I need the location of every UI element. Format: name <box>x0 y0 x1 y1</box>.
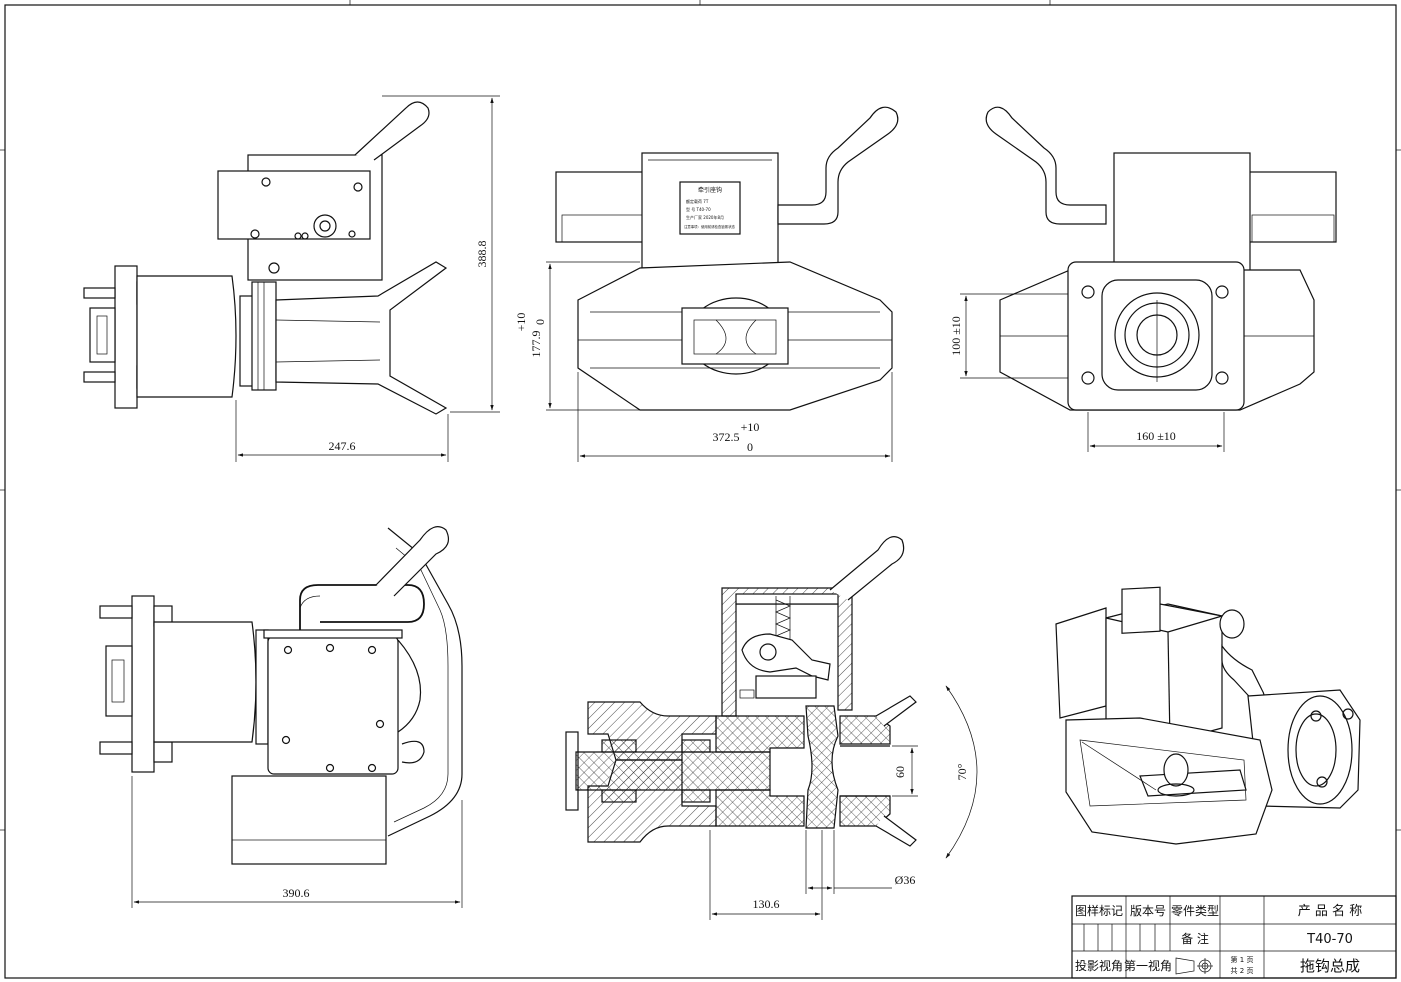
side-height-dimension: 388.8 <box>475 241 489 268</box>
title-block-remark: 备 注 <box>1181 931 1209 946</box>
rear-view-dimensions: 100 ±10 160 ±10 <box>949 293 1225 452</box>
front-width-value: 372.5 <box>713 430 740 444</box>
front-height-value: 177.9 <box>529 331 543 358</box>
side-width-dimension: 247.6 <box>329 439 356 453</box>
front-width-tol-upper: +10 <box>741 420 760 434</box>
title-block-product-name-label: 产 品 名 称 <box>1298 903 1362 919</box>
title-block-drawing-mark: 图样标记 <box>1075 903 1123 918</box>
top-view <box>99 526 463 865</box>
plate-warning: 注意事项：使用前请检查锁紧状态 <box>684 224 735 229</box>
front-height-tol-upper: +10 <box>514 313 528 332</box>
title-block-part-type: 零件类型 <box>1171 904 1219 918</box>
title-block-version-no: 版本号 <box>1130 904 1166 918</box>
first-angle-projection-icon <box>1175 957 1213 975</box>
side-view-dimensions: 247.6 388.8 <box>235 95 500 462</box>
section-length-dimension: 130.6 <box>753 897 780 911</box>
top-view-dimensions: 390.6 <box>131 776 463 908</box>
title-block-sheet-page: 第 1 页 <box>1231 955 1254 964</box>
plate-row-3: 生产厂家 2020年8月 <box>686 214 724 220</box>
front-view: 牵引座钩 额定载荷 7T 型 号 T40-70 生产厂家 2020年8月 注意事… <box>555 106 899 411</box>
title-block-product-code: T40-70 <box>1306 932 1353 947</box>
isometric-view <box>1055 586 1361 845</box>
front-view-dimensions: 177.9 +10 0 372.5 +10 0 <box>514 261 893 462</box>
front-height-tol-lower: 0 <box>533 319 547 325</box>
rear-height-dimension: 100 ±10 <box>949 316 963 356</box>
title-block-product-title: 拖钩总成 <box>1300 957 1360 975</box>
title-block-projection: 投影视角 <box>1075 958 1123 973</box>
section-bore-dimension: 60 <box>893 766 907 778</box>
title-block: 图样标记 版本号 零件类型 产 品 名 称 备 注 T40-70 投影视角 第一… <box>1071 895 1397 979</box>
section-pin-diameter: Ø36 <box>895 873 916 887</box>
title-block-first-angle: 第一视角 <box>1124 958 1172 973</box>
front-width-tol-lower: 0 <box>747 440 753 454</box>
plate-row-2: 型 号 T40-70 <box>686 206 711 212</box>
section-view <box>565 536 917 847</box>
rear-width-dimension: 160 ±10 <box>1136 429 1176 443</box>
plate-label: 牵引座钩 <box>698 186 722 194</box>
side-view <box>83 101 448 415</box>
section-view-dimensions: 60 70° 130.6 Ø36 <box>709 685 978 920</box>
name-plate <box>679 181 741 235</box>
plate-row-1: 额定载荷 7T <box>686 198 709 204</box>
title-block-sheet-total: 共 2 页 <box>1231 966 1254 975</box>
section-angle-dimension: 70° <box>955 763 969 780</box>
top-width-dimension: 390.6 <box>283 886 310 900</box>
rear-view <box>985 106 1337 411</box>
